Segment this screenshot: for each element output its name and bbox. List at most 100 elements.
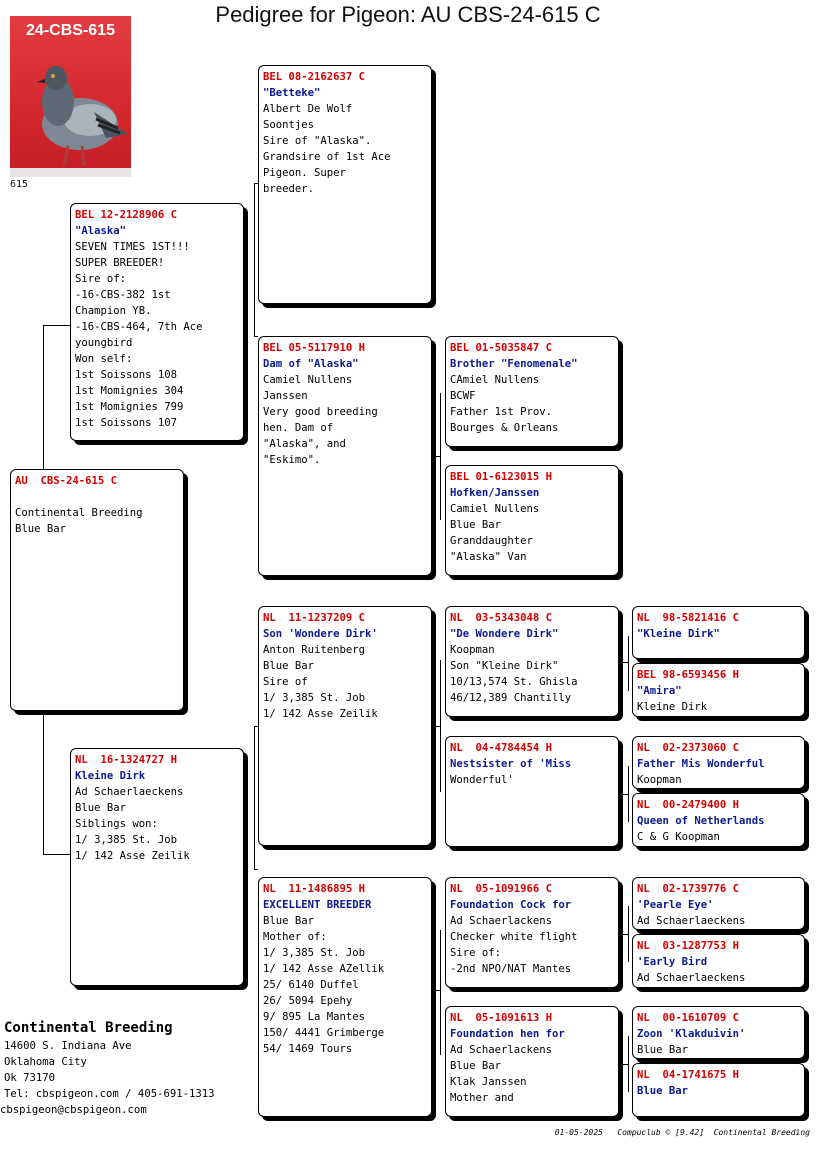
breeder-address-line: 14600 S. Indiana Ave <box>4 1040 132 1052</box>
card-text-line: youngbird <box>75 337 133 349</box>
card-text-line: Wonderful' <box>450 774 514 786</box>
ring-number: BEL 08-2162637 C <box>263 71 366 83</box>
card-text-line: 1/ 3,385 St. Job <box>263 947 366 959</box>
breeder-name: Continental Breeding <box>4 1020 173 1036</box>
connector <box>440 930 441 1055</box>
card-text-line: 1/ 142 Asse Zeilik <box>75 850 190 862</box>
card-text-line: 9/ 895 La Mantes <box>263 1011 366 1023</box>
card-text-line: Blue Bar <box>450 1060 502 1072</box>
pedigree-card-sire-dam[interactable]: BEL 05-5117910 H Dam of "Alaska" Camiel Nu… <box>258 336 432 576</box>
page-title: Pedigree for Pigeon: AU CBS-24-615 C <box>215 2 601 27</box>
card-text-line: Champion YB. <box>75 305 152 317</box>
card-text-line: "Alaska", and <box>263 438 346 450</box>
breeder-info: Continental Breeding 14600 S. Indiana Av… <box>0 1018 214 1118</box>
card-text-line: Koopman <box>637 774 682 786</box>
connector <box>622 1064 628 1065</box>
card-text-line: Continental Breeding <box>15 507 143 519</box>
pedigree-card-ddss[interactable]: NL 02-1739776 C'Pearle Eye'Ad Schaerlaec… <box>632 877 805 930</box>
card-text-line: Granddaughter <box>450 535 533 547</box>
card-text-line: Kleine Dirk <box>637 701 708 713</box>
card-text-line: Pigeon. Super <box>263 167 346 179</box>
ring-number: BEL 05-5117910 H <box>263 342 366 354</box>
card-text-line: Ad Schaerlaeckens <box>637 972 746 984</box>
card-text-line: Koopman <box>450 644 495 656</box>
ring-number: NL 04-4784454 H <box>450 742 553 754</box>
card-text-line: 46/12,389 Chantilly <box>450 692 572 704</box>
card-text-line: Ad Schaerlaeckens <box>75 786 184 798</box>
card-text-line: 1st Momignies 304 <box>75 385 184 397</box>
card-text-line: Won self: <box>75 353 133 365</box>
card-text-line <box>15 489 179 505</box>
connector <box>436 990 440 991</box>
card-text-line: Ad Schaerlackens <box>450 915 553 927</box>
breeder-address-line: Oklahoma City <box>4 1056 87 1068</box>
connector <box>254 726 255 869</box>
card-text-line: Blue Bar <box>263 660 315 672</box>
card-text-line: Bourges & Orleans <box>450 422 559 434</box>
connector <box>254 726 258 727</box>
pigeon-name: "Amira" <box>637 685 682 697</box>
card-text-line: Sire of "Alaska". <box>263 135 372 147</box>
connector <box>622 662 628 663</box>
connector <box>628 906 629 962</box>
card-text-line: 1/ 3,385 St. Job <box>263 692 366 704</box>
card-text-line: 1/ 142 Asse Zeilik <box>263 708 378 720</box>
connector <box>436 456 440 457</box>
card-text-line: -16-CBS-464, 7th Ace <box>75 321 203 333</box>
breeder-address-line: Ok 73170 <box>4 1072 56 1084</box>
card-text-line: SEVEN TIMES 1ST!!! <box>75 241 190 253</box>
ring-number: NL 98-5821416 C <box>637 612 740 624</box>
card-text-line: 25/ 6140 Duffel <box>263 979 359 991</box>
card-text-line: Blue Bar <box>75 802 127 814</box>
ring-number: NL 02-1739776 C <box>637 883 740 895</box>
card-text-line: Sire of: <box>75 273 127 285</box>
card-text-line: CAmiel Nullens <box>450 374 540 386</box>
ring-number: BEL 12-2128906 C <box>75 209 178 221</box>
card-text-line: C & G Koopman <box>637 831 720 843</box>
ring-number: BEL 01-6123015 H <box>450 471 553 483</box>
ring-number: NL 04-1741675 H <box>637 1069 740 1081</box>
card-text-line: 1st Momignies 799 <box>75 401 184 413</box>
card-text-line: Janssen <box>263 390 308 402</box>
card-text-line: 10/13,574 St. Ghisla <box>450 676 578 688</box>
ring-number: NL 16-1324727 H <box>75 754 178 766</box>
pigeon-name: Dam of "Alaska" <box>263 358 359 370</box>
pedigree-card-dsss[interactable]: NL 98-5821416 C"Kleine Dirk" <box>632 606 805 659</box>
card-text-line: 1st Soissons 108 <box>75 369 178 381</box>
card-text-line: Blue Bar <box>450 519 502 531</box>
ring-number: NL 03-1287753 H <box>637 940 740 952</box>
photo-label: 24-CBS-615 <box>26 22 115 39</box>
card-text-line: -2nd NPO/NAT Mantes <box>450 963 572 975</box>
connector <box>440 660 441 792</box>
ring-number: AU CBS-24-615 C <box>15 475 118 487</box>
pigeon-name: Foundation Cock for <box>450 899 572 911</box>
pigeon-image <box>10 66 131 177</box>
pedigree-card-sire[interactable]: BEL 12-2128906 C"Alaska"SEVEN TIMES 1ST!… <box>70 203 244 441</box>
pedigree-card-dssd[interactable]: BEL 98-6593456 H "Amira" Kleine Dirk <box>632 663 805 717</box>
pigeon-name: EXCELLENT BREEDER <box>263 899 372 911</box>
card-text-line: Ad Schaerlaeckens <box>637 915 746 927</box>
card-text-line: Klak Janssen <box>450 1076 527 1088</box>
connector <box>628 766 629 822</box>
card-text-line: Grandsire of 1st Ace <box>263 151 391 163</box>
card-text-line: Blue Bar <box>637 1044 689 1056</box>
card-text-line: Camiel Nullens <box>263 374 353 386</box>
ring-number: BEL 98-6593456 H <box>637 669 740 681</box>
connector <box>628 636 629 691</box>
